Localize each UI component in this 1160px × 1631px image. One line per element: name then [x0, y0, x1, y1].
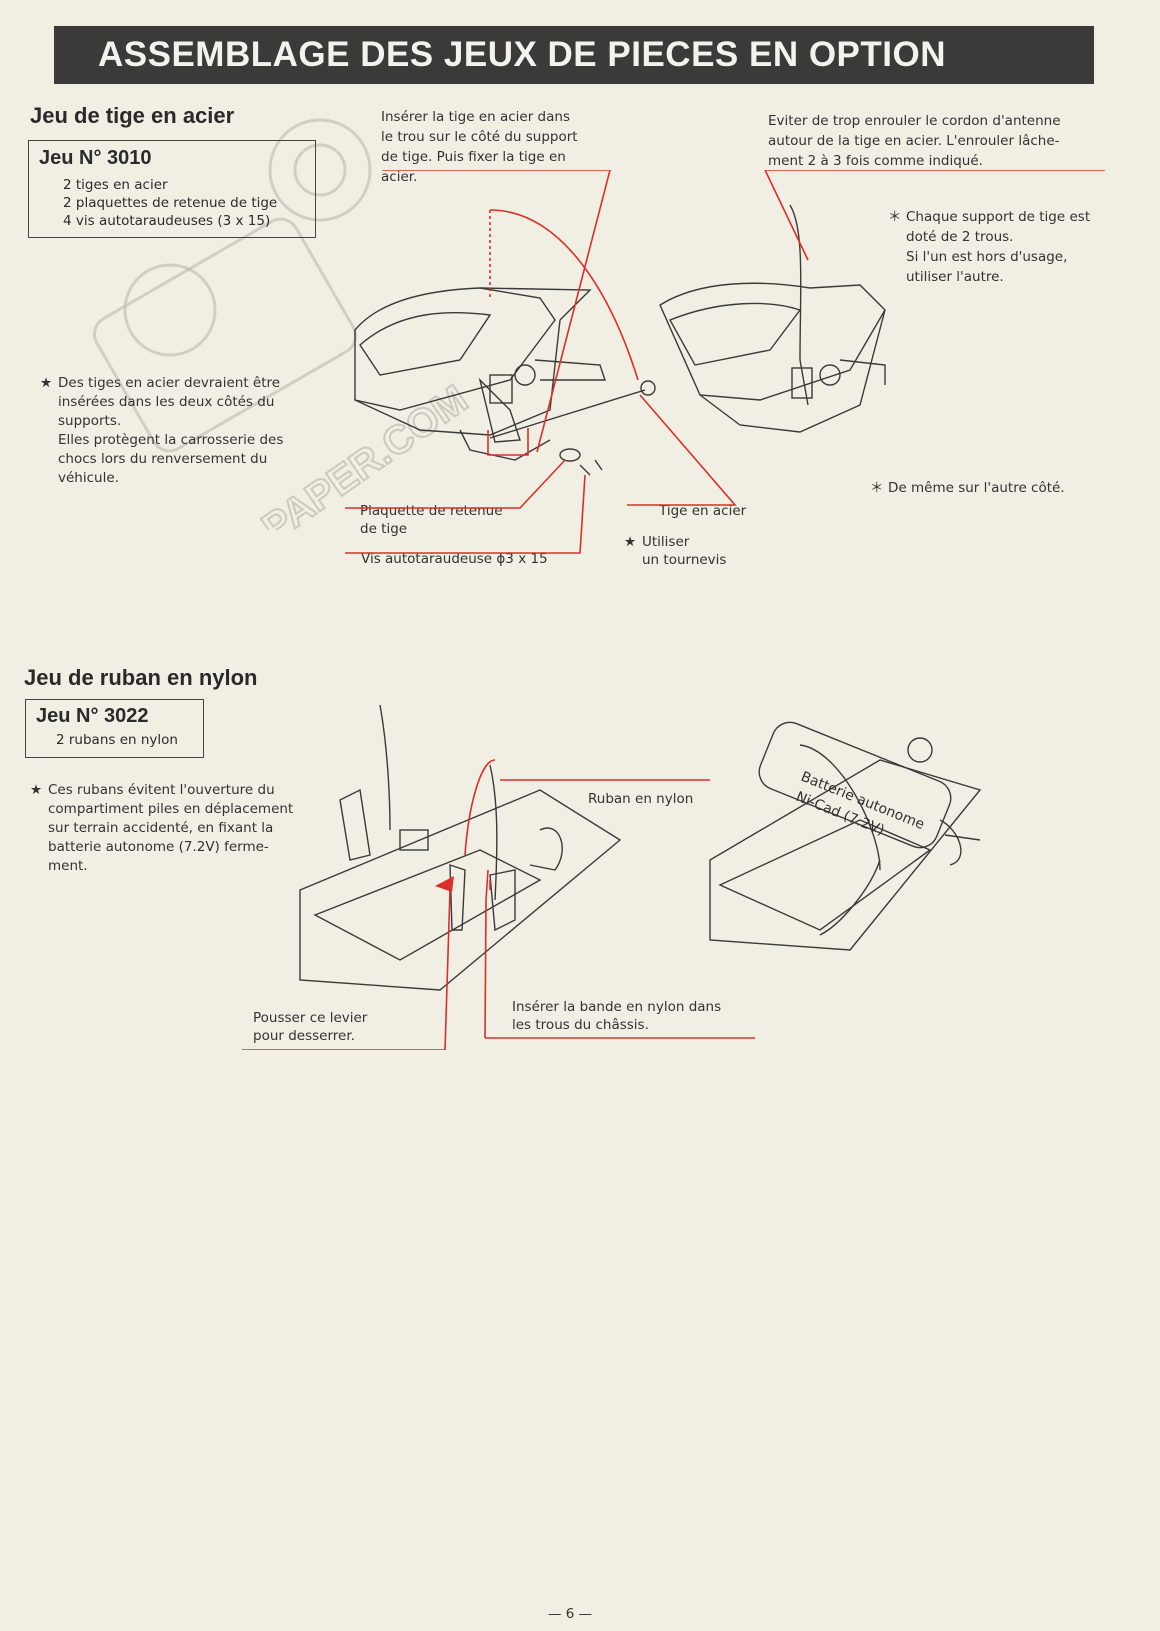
note-line: compartiment piles en déplacement: [48, 801, 294, 817]
callout-antenna: Eviter de trop enrouler le cordon d'ante…: [768, 111, 1118, 171]
kit-3010-item: 4 vis autotaraudeuses (3 x 15): [63, 213, 271, 229]
watermark-logo: RC-PAPER.COM: [92, 118, 477, 530]
callout-line: acier.: [381, 169, 418, 185]
note-line: ment.: [48, 858, 88, 874]
page-title-banner: ASSEMBLAGE DES JEUX DE PIECES EN OPTION: [54, 26, 1094, 84]
section2-title: Jeu de ruban en nylon: [24, 665, 258, 690]
kit-3022-title: Jeu N° 3022: [36, 705, 149, 727]
callout-line: Chaque support de tige est: [906, 209, 1091, 225]
callout-two-holes: ＊ Chaque support de tige est doté de 2 t…: [888, 207, 1126, 287]
kit-3022-box: Jeu N° 3022 2 rubans en nylon: [25, 699, 204, 758]
label-vis: Vis autotaraudeuse ϕ3 x 15: [361, 551, 548, 567]
kit-3022-item: 2 rubans en nylon: [56, 732, 178, 748]
nylon-band-diagram: Batterie autonome Ni-Cad (7.2V): [242, 704, 982, 1050]
section1-note: ★ Des tiges en acier devraient être insé…: [40, 374, 318, 488]
note-line: Des tiges en acier devraient être: [58, 375, 281, 391]
note-line: chocs lors du renversement du: [58, 451, 268, 467]
kit-3010-item: 2 plaquettes de retenue de tige: [63, 195, 278, 211]
kit-3010-box: Jeu N° 3010 2 tiges en acier 2 plaquette…: [28, 140, 316, 238]
note-line: batterie autonome (7.2V) ferme-: [48, 839, 269, 855]
label-levier: Pousser ce levier pour desserrer.: [253, 1010, 368, 1044]
kit-3010-item: 2 tiges en acier: [63, 177, 168, 193]
page-title: ASSEMBLAGE DES JEUX DE PIECES EN OPTION: [98, 35, 946, 74]
note-line: véhicule.: [58, 470, 119, 486]
label-tige: Tige en acier: [659, 503, 747, 519]
label-plaquette: Plaquette de retenue de tige: [360, 503, 503, 537]
callout-line: ment 2 à 3 fois comme indiqué.: [768, 153, 983, 169]
callout-line: Eviter de trop enrouler le cordon d'ante…: [768, 113, 1061, 129]
note-line: supports.: [58, 413, 122, 429]
section1-title: Jeu de tige en acier: [30, 103, 235, 128]
callout-line: doté de 2 trous.: [906, 229, 1014, 245]
note-line: sur terrain accidenté, en fixant la: [48, 820, 274, 836]
label-inserer: Insérer la bande en nylon dans les trous…: [512, 999, 722, 1033]
same-other-side-note: ＊ De même sur l'autre côté.: [870, 480, 1065, 496]
label-tournevis: ★ Utiliser un tournevis: [624, 534, 727, 568]
callout-line: Insérer la tige en acier dans: [381, 109, 570, 125]
steel-rod-diagram: [345, 170, 1105, 554]
page-number: — 6 —: [548, 1606, 593, 1622]
label-ruban: Ruban en nylon: [588, 791, 694, 807]
callout-line: Si l'un est hors d'usage,: [906, 249, 1068, 265]
note-line: Ces rubans évitent l'ouverture du: [48, 782, 275, 798]
callout-line: autour de la tige en acier. L'enrouler l…: [768, 133, 1060, 149]
kit-3010-title: Jeu N° 3010: [39, 147, 152, 169]
note-line: Elles protègent la carrosserie des: [58, 432, 284, 448]
section2-note: ★ Ces rubans évitent l'ouverture du comp…: [30, 781, 308, 876]
note-line: insérées dans les deux côtés du: [58, 394, 275, 410]
callout-line: le trou sur le côté du support: [381, 129, 578, 145]
callout-line: utiliser l'autre.: [906, 269, 1004, 285]
callout-line: de tige. Puis fixer la tige en: [381, 149, 566, 165]
callout-insert-rod: Insérer la tige en acier dans le trou su…: [381, 107, 621, 187]
